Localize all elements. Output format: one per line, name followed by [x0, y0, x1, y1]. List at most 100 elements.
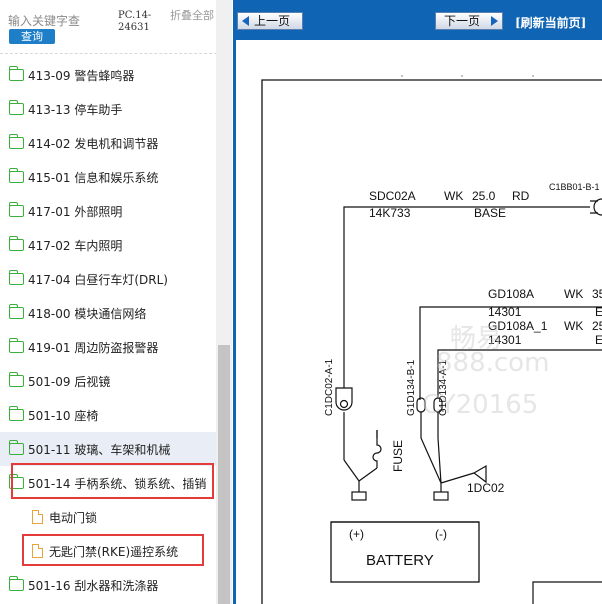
- diagram-frame: [261, 79, 602, 604]
- tree-item-501-14[interactable]: 501-14 手柄系统、锁系统、插销: [0, 466, 216, 500]
- tree-item-415-01[interactable]: 415-01 信息和娱乐系统: [0, 160, 216, 194]
- battery-terminal-plus-icon: [351, 491, 367, 501]
- wire-gd108a: [419, 306, 602, 400]
- folder-icon: [8, 440, 24, 455]
- document-code: PC.14-24631: [118, 10, 152, 33]
- terminal-minus-label: (-): [435, 527, 447, 541]
- tree-item-label: 413-09 警告蜂鸣器: [28, 68, 135, 83]
- arrow-right-icon: [491, 16, 498, 26]
- next-page-button[interactable]: 下一页: [435, 12, 503, 30]
- next-page-label: 下一页: [444, 14, 481, 28]
- folder-icon: [8, 168, 24, 183]
- scrollbar-thumb[interactable]: [218, 345, 230, 604]
- folder-icon: [8, 236, 24, 251]
- tree-item-label: 501-16 刮水器和洗涤器: [28, 578, 159, 593]
- connector-label-g1d134-a: G1D134-A-1: [438, 359, 449, 416]
- tree-item-501-10[interactable]: 501-10 座椅: [0, 398, 216, 432]
- wire-base-label: BASE: [474, 206, 506, 220]
- wire-sdc02a: [343, 206, 590, 340]
- connector-label-c1dc02: C1DC02-A-1: [324, 358, 335, 416]
- fuse-icon: [372, 430, 382, 468]
- connector-c1bb01-icon: [590, 198, 602, 216]
- left-nav-panel: 查询 PC.14-24631 折叠全部 413-09 警告蜂鸣器 413-13 …: [0, 0, 232, 604]
- wire-code-14301-b: 14301: [488, 333, 522, 347]
- wire-label-sdc02a: SDC02A: [369, 189, 416, 203]
- connector-c1dc02-icon: [335, 387, 353, 411]
- wire-trunc-e-2: E: [595, 333, 602, 347]
- tree-item-417-02[interactable]: 417-02 车内照明: [0, 228, 216, 262]
- wire-trunc-e-1: E: [595, 305, 602, 319]
- arrow-left-icon: [242, 16, 249, 26]
- folder-open-icon: [8, 474, 24, 489]
- tree-item-label: 415-01 信息和娱乐系统: [28, 170, 159, 185]
- wire-gauge-25: 25.0: [472, 189, 496, 203]
- refresh-page-link[interactable]: [刷新当前页]: [515, 16, 587, 30]
- tree-item-501-09[interactable]: 501-09 后视镜: [0, 364, 216, 398]
- search-bar: 查询 PC.14-24631 折叠全部: [0, 0, 232, 54]
- tree-item-label: 无匙门禁(RKE)遥控系统: [49, 544, 179, 559]
- ground-label: 1DC02: [467, 481, 505, 495]
- wire-spec-wk-2: WK: [564, 287, 583, 301]
- tree-item-417-01[interactable]: 417-01 外部照明: [0, 194, 216, 228]
- tree-item-label: 501-11 玻璃、车架和机械: [28, 442, 171, 457]
- ground-symbol-icon: [440, 464, 487, 484]
- wiring-diagram: SDC02A WK 25.0 RD 14K733 BASE C1BB01-B-1…: [261, 75, 602, 604]
- tree-item-label: 501-14 手柄系统、锁系统、插销: [28, 476, 207, 491]
- tree-item-414-02[interactable]: 414-02 发电机和调节器: [0, 126, 216, 160]
- wiring-diagram-viewer: SDC02A WK 25.0 RD 14K733 BASE C1BB01-B-1…: [233, 40, 602, 604]
- tree-item-501-11[interactable]: 501-11 玻璃、车架和机械: [0, 432, 216, 466]
- tree-item-419-01[interactable]: 419-01 周边防盗报警器: [0, 330, 216, 364]
- wire-label-gd108a-1: GD108A_1: [488, 319, 548, 333]
- tree-item-413-13[interactable]: 413-13 停车助手: [0, 92, 216, 126]
- folder-icon: [8, 202, 24, 217]
- folder-icon: [8, 338, 24, 353]
- tree-item-label: 419-01 周边防盗报警器: [28, 340, 159, 355]
- search-input[interactable]: [8, 12, 108, 30]
- connector-label-c1bb01: C1BB01-B-1: [549, 182, 600, 192]
- wire-spec-wk-3: WK: [564, 319, 583, 333]
- search-button[interactable]: 查询: [9, 29, 55, 44]
- tree-item-label: 418-00 模块通信网络: [28, 306, 147, 321]
- tree-item-413-09[interactable]: 413-09 警告蜂鸣器: [0, 58, 216, 92]
- wire-gauge-25b: 25: [592, 319, 602, 333]
- wire-gd108a-1: [437, 349, 602, 398]
- folder-icon: [8, 134, 24, 149]
- prev-page-label: 上一页: [254, 14, 291, 28]
- tree-item-418-00[interactable]: 418-00 模块通信网络: [0, 296, 216, 330]
- collapse-all-link[interactable]: 折叠全部: [170, 9, 214, 22]
- tree-item-417-04[interactable]: 417-04 白昼行车灯(DRL): [0, 262, 216, 296]
- wire-label-gd108a: GD108A: [488, 287, 534, 301]
- folder-icon: [8, 100, 24, 115]
- document-icon: [32, 510, 43, 524]
- tree-item-label: 417-01 外部照明: [28, 204, 123, 219]
- document-icon: [32, 544, 43, 558]
- wire-gauge-35: 35: [592, 287, 602, 301]
- folder-icon: [8, 576, 24, 591]
- section-tree: 413-09 警告蜂鸣器 413-13 停车助手 414-02 发电机和调节器 …: [0, 58, 216, 602]
- tree-item-label: 417-04 白昼行车灯(DRL): [28, 272, 168, 287]
- folder-icon: [8, 304, 24, 319]
- wire-color-rd: RD: [512, 189, 530, 203]
- tree-item-label: 501-10 座椅: [28, 408, 99, 423]
- tree-item-label: 414-02 发电机和调节器: [28, 136, 159, 151]
- tree-item-rke-system[interactable]: 无匙门禁(RKE)遥控系统: [0, 534, 216, 568]
- fuse-label: FUSE: [391, 440, 405, 472]
- wire-spec-wk: WK: [444, 189, 463, 203]
- folder-icon: [8, 372, 24, 387]
- page-toolbar: 上一页 下一页 [刷新当前页]: [233, 0, 602, 40]
- tree-item-power-door-locks[interactable]: 电动门锁: [0, 500, 216, 534]
- wire-code-14301-a: 14301: [488, 305, 522, 319]
- battery-label: BATTERY: [366, 552, 434, 569]
- tree-item-label: 417-02 车内照明: [28, 238, 123, 253]
- folder-icon: [8, 66, 24, 81]
- tree-item-label: 电动门锁: [49, 510, 98, 525]
- connector-label-g1d134-b: G1D134-B-1: [406, 359, 417, 416]
- folder-icon: [8, 270, 24, 285]
- prev-page-button[interactable]: 上一页: [237, 12, 303, 30]
- tree-item-501-16[interactable]: 501-16 刮水器和洗涤器: [0, 568, 216, 602]
- battery-terminal-minus-icon: [433, 491, 449, 501]
- tree-item-label: 501-09 后视镜: [28, 374, 111, 389]
- terminal-plus-label: (+): [349, 527, 364, 541]
- tree-item-label: 413-13 停车助手: [28, 102, 123, 117]
- folder-icon: [8, 406, 24, 421]
